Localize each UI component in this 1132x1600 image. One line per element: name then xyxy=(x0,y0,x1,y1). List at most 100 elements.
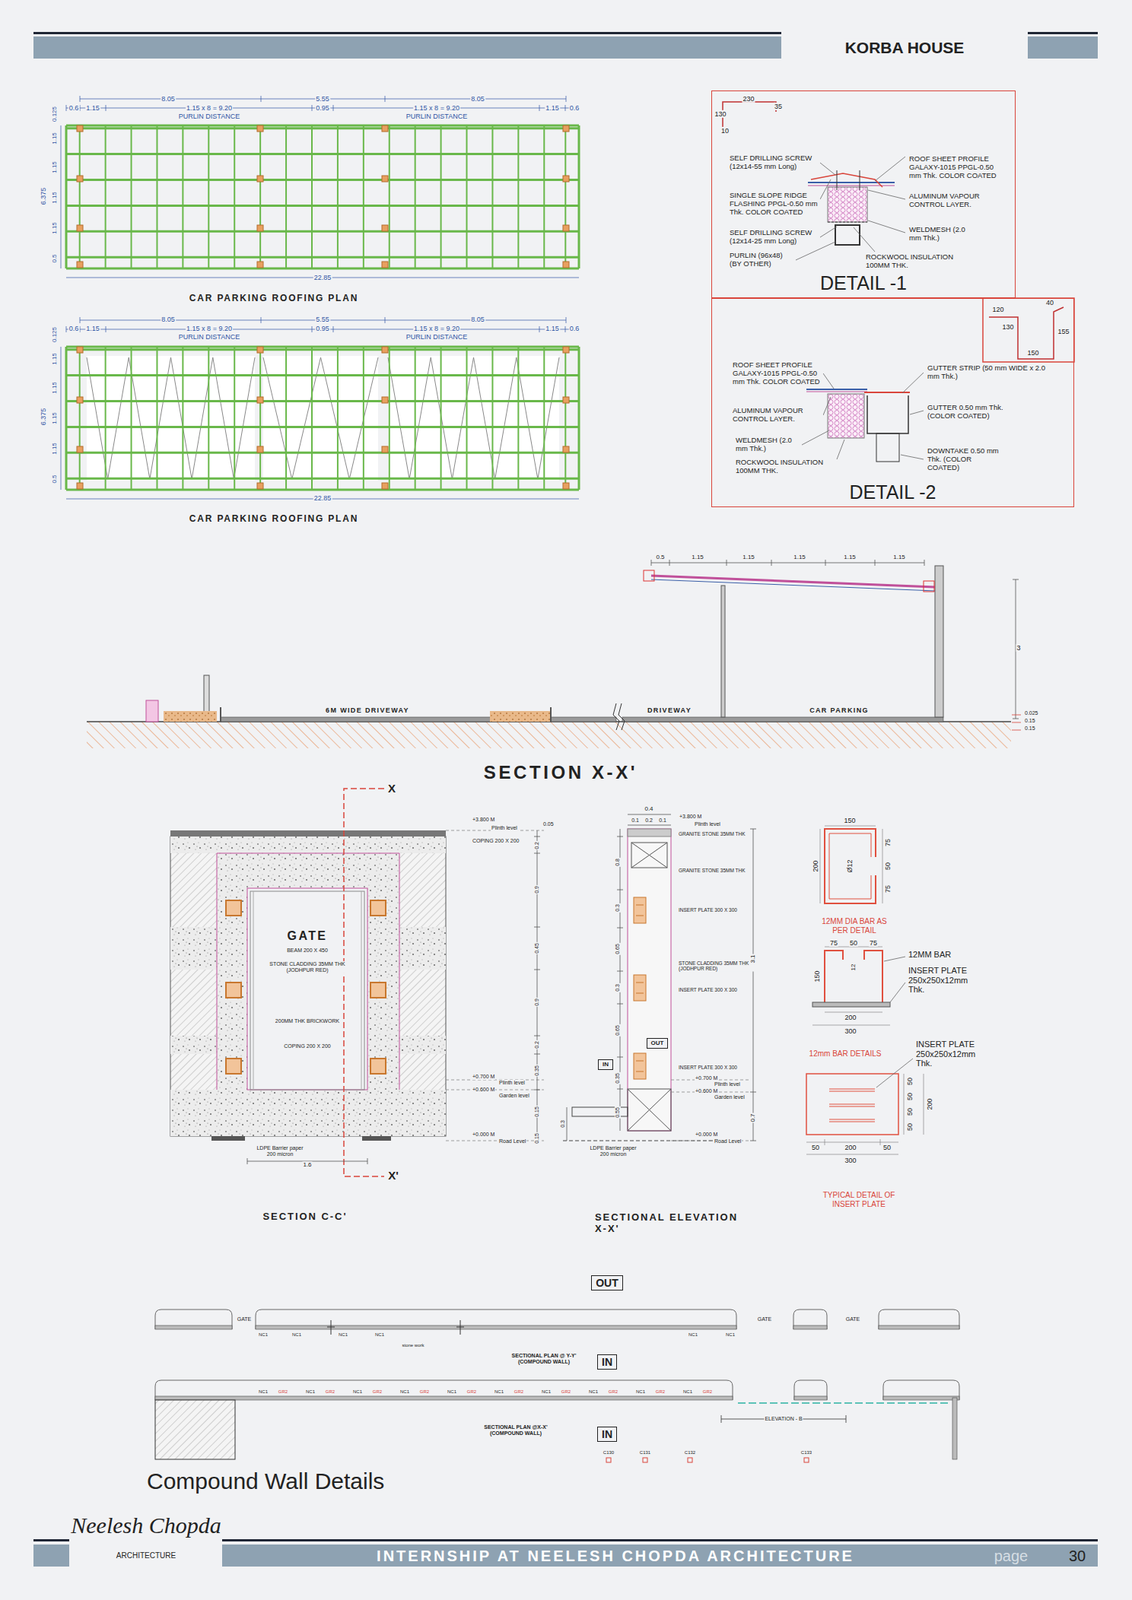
column-marker xyxy=(257,261,264,268)
annotation-text: STONE CLADDING 35MM THK (JODHPUR RED) xyxy=(264,961,350,974)
detail-2-drawing xyxy=(867,395,909,434)
annotation-text: X xyxy=(387,782,397,795)
annotation-text: 12 xyxy=(849,963,857,973)
purlin-line xyxy=(66,400,579,403)
purlin-line xyxy=(66,477,579,481)
annotation-text: GUTTER STRIP (50 mm WIDE x 2.0 mm Thk.) xyxy=(926,364,1050,382)
annotation-text: +0.600 M xyxy=(694,1088,719,1095)
annotation-text: 50 xyxy=(810,1144,821,1152)
detail-2-drawing xyxy=(806,391,868,393)
annotation-text: 6.375 xyxy=(39,407,48,427)
annotation-text: 1.15 xyxy=(50,190,58,205)
annotation-text: 0.8 xyxy=(614,858,621,868)
section-x-drawing xyxy=(146,700,159,722)
insert-plate-drawing xyxy=(883,957,906,1003)
annotation-text: 200 xyxy=(843,1014,857,1022)
dimension-tick xyxy=(384,95,386,102)
direction-box: IN xyxy=(597,1059,614,1070)
footer-bar xyxy=(33,1539,70,1543)
elevation-drawing xyxy=(562,814,757,1142)
dimension-tick xyxy=(66,104,67,112)
elevation-drawing xyxy=(566,1107,568,1142)
section-x-drawing xyxy=(613,703,625,731)
annotation-text: 1.15 xyxy=(50,160,58,175)
annotation-text: 0.3 xyxy=(559,1119,566,1129)
section-x-drawing xyxy=(721,585,725,718)
annotation-text: 75 xyxy=(868,939,878,948)
annotation-text: stone work xyxy=(400,1343,425,1349)
annotation-text: 8.05 xyxy=(160,315,176,324)
elevation-drawing xyxy=(750,829,757,1142)
detail-2-drawing xyxy=(982,298,1075,363)
annotation-text: Plinth level xyxy=(693,821,722,828)
header-bar xyxy=(33,36,782,59)
elevation-drawing xyxy=(627,1089,671,1132)
rafter-line xyxy=(285,346,287,490)
annotation-text: NC1 xyxy=(724,1332,736,1339)
detail-1-drawing xyxy=(827,222,868,223)
annotation-text: 0.1 xyxy=(630,817,640,824)
header-bar xyxy=(1027,36,1098,59)
annotation-text: 1.15 x 8 = 9.20 xyxy=(185,324,233,333)
footer-bar xyxy=(222,1539,1098,1543)
column-marker xyxy=(562,225,570,232)
column-marker xyxy=(381,175,388,182)
footer-bar xyxy=(222,1545,1098,1568)
section-x-drawing xyxy=(923,581,935,592)
annotation-text: 230 xyxy=(741,95,755,103)
annotation-text: STONE CLADDING 35MM THK (JODHPUR RED) xyxy=(677,960,760,973)
footer-bar xyxy=(33,1545,70,1568)
column-marker xyxy=(76,346,83,353)
section-c-drawing xyxy=(170,836,446,1137)
section-c-drawing xyxy=(253,891,362,1091)
annotation-text: COPING 200 X 200 xyxy=(283,1043,331,1050)
annotation-text: 0.65 xyxy=(614,1024,621,1037)
annotation-text: ELEVATION - B xyxy=(763,1416,803,1423)
annotation-text: NC1 xyxy=(682,1389,694,1396)
annotation-text: 12mm BAR DETAILS xyxy=(808,1049,883,1059)
annotation-text: C133 xyxy=(800,1450,813,1457)
annotation-text: +0.000 M xyxy=(694,1132,719,1139)
rafter-line xyxy=(181,346,184,490)
column-marker xyxy=(562,261,570,268)
compound-wall-plan xyxy=(878,1325,960,1330)
rafter-line xyxy=(491,346,493,490)
rafter-line xyxy=(233,125,236,269)
rafter-line xyxy=(79,346,81,490)
annotation-text: 0.15 xyxy=(534,1132,541,1145)
purlin-line xyxy=(66,124,579,128)
annotation-text: 75 xyxy=(883,884,892,894)
compound-wall-plan xyxy=(155,1310,960,1330)
annotation-text: 300 xyxy=(843,1157,857,1165)
section-x-drawing xyxy=(1011,715,1021,731)
rafter-line xyxy=(440,125,442,269)
annotation-text: 6.375 xyxy=(39,187,48,207)
purlin-line xyxy=(66,230,579,233)
annotation-text: 0.6 xyxy=(569,104,581,112)
annotation-text: Road Level xyxy=(713,1138,742,1145)
section-c-drawing xyxy=(250,891,365,1091)
annotation-text: C132 xyxy=(683,1450,697,1457)
annotation-text: 200 xyxy=(811,859,820,873)
annotation-text: 1.15 xyxy=(842,553,857,561)
annotation-text: 1.15 xyxy=(690,553,705,561)
annotation-text: 0.5 xyxy=(50,253,58,264)
column-marker xyxy=(381,225,388,232)
insert-plate-drawing xyxy=(806,1074,899,1136)
annotation-text: +3.800 M xyxy=(471,817,496,824)
annotation-text: GR2 xyxy=(655,1389,666,1396)
annotation-text: 0.1 xyxy=(658,817,668,824)
compound-wall-plan xyxy=(804,1458,809,1463)
elevation-drawing xyxy=(627,1089,671,1132)
annotation-text: GR2 xyxy=(277,1389,289,1396)
detail-panel: DETAIL -1 xyxy=(711,90,1016,299)
rafter-line xyxy=(65,346,68,490)
section-x-drawing xyxy=(651,579,935,592)
section-x-drawing xyxy=(203,675,210,718)
column-marker xyxy=(257,225,264,232)
annotation-text: NC1 xyxy=(374,1332,385,1339)
elevation-drawing xyxy=(633,1053,646,1080)
insert-plate-drawing xyxy=(820,826,883,904)
annotation-text: 0.95 xyxy=(314,104,331,112)
